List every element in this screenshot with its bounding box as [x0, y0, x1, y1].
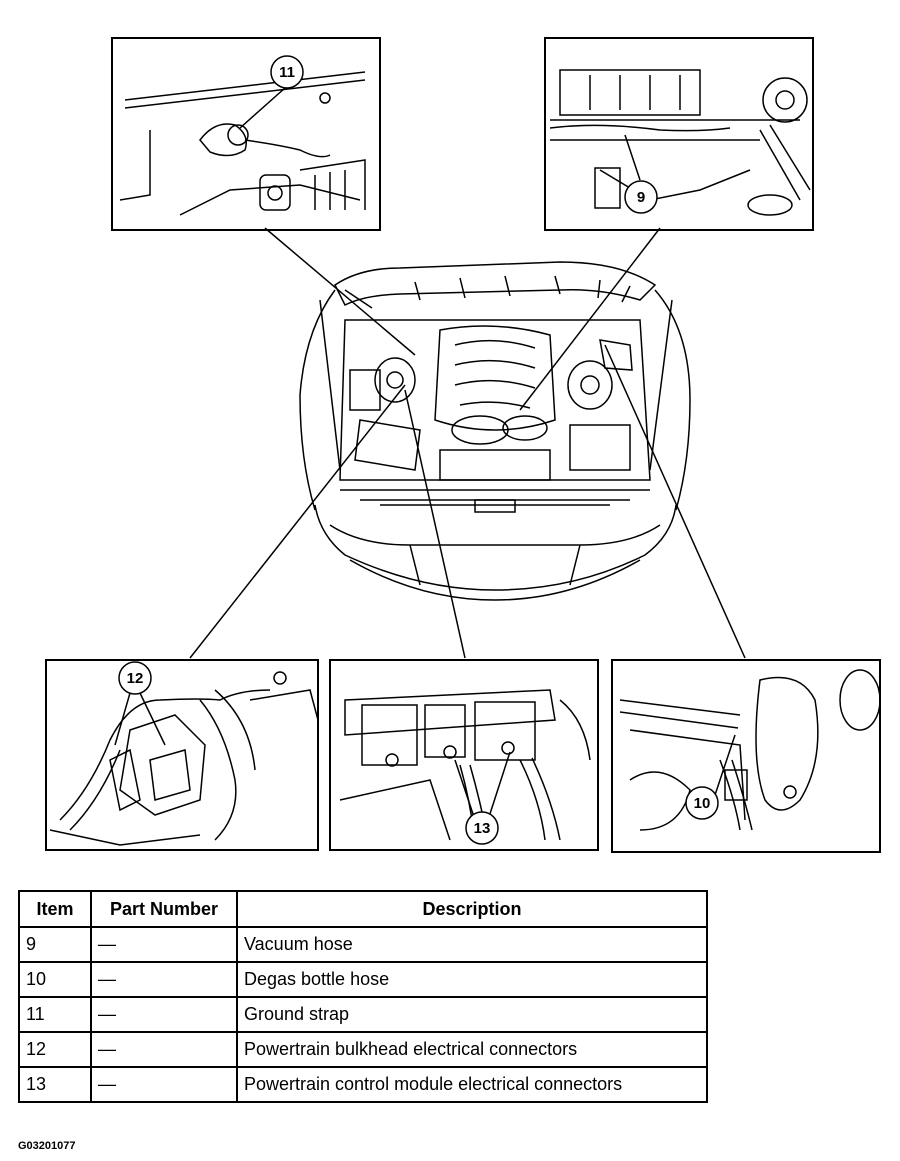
cell-item: 12 [18, 1031, 92, 1068]
table-row: 10 — Degas bottle hose [18, 961, 708, 998]
table-row: 12 — Powertrain bulkhead electrical conn… [18, 1031, 708, 1068]
cell-item: 9 [18, 926, 92, 963]
detail-ground-strap [111, 37, 381, 231]
header-part-number: Part Number [90, 890, 238, 928]
callout-labels: 11 9 12 13 10 [127, 64, 711, 837]
cell-part-number: — [90, 996, 238, 1033]
callout-circles [118, 55, 719, 845]
cell-description: Ground strap [236, 996, 708, 1033]
table-row: 11 — Ground strap [18, 996, 708, 1033]
diagram-svg: 11 9 12 13 10 [45, 37, 881, 853]
cell-description: Powertrain control module electrical con… [236, 1066, 708, 1103]
callout-9: 9 [637, 189, 645, 206]
callout-11: 11 [279, 64, 295, 81]
detail-vacuum-hose [544, 37, 814, 231]
detail-bulkhead-connectors [45, 659, 319, 851]
table-row: 13 — Powertrain control module electrica… [18, 1066, 708, 1103]
cell-item: 13 [18, 1066, 92, 1103]
table-row: 9 — Vacuum hose [18, 926, 708, 963]
figure-id: G03201077 [18, 1140, 76, 1152]
callout-10: 10 [694, 795, 711, 812]
cell-item: 11 [18, 996, 92, 1033]
detail-degas-bottle-hose [611, 659, 881, 853]
cell-description: Degas bottle hose [236, 961, 708, 998]
parts-table: Item Part Number Description 9 — Vacuum … [18, 890, 708, 1103]
header-description: Description [236, 890, 708, 928]
cell-part-number: — [90, 1066, 238, 1103]
leader-lines [189, 227, 746, 659]
header-item: Item [18, 890, 92, 928]
cell-description: Powertrain bulkhead electrical connector… [236, 1031, 708, 1068]
cell-item: 10 [18, 961, 92, 998]
engine-bay-diagram: 11 9 12 13 10 [45, 37, 881, 853]
cell-part-number: — [90, 961, 238, 998]
cell-description: Vacuum hose [236, 926, 708, 963]
vehicle-front-view [299, 261, 691, 601]
cell-part-number: — [90, 926, 238, 963]
callout-13: 13 [474, 820, 491, 837]
table-header-row: Item Part Number Description [18, 890, 708, 928]
detail-pcm-connectors [329, 659, 599, 851]
callout-12: 12 [127, 670, 144, 687]
cell-part-number: — [90, 1031, 238, 1068]
